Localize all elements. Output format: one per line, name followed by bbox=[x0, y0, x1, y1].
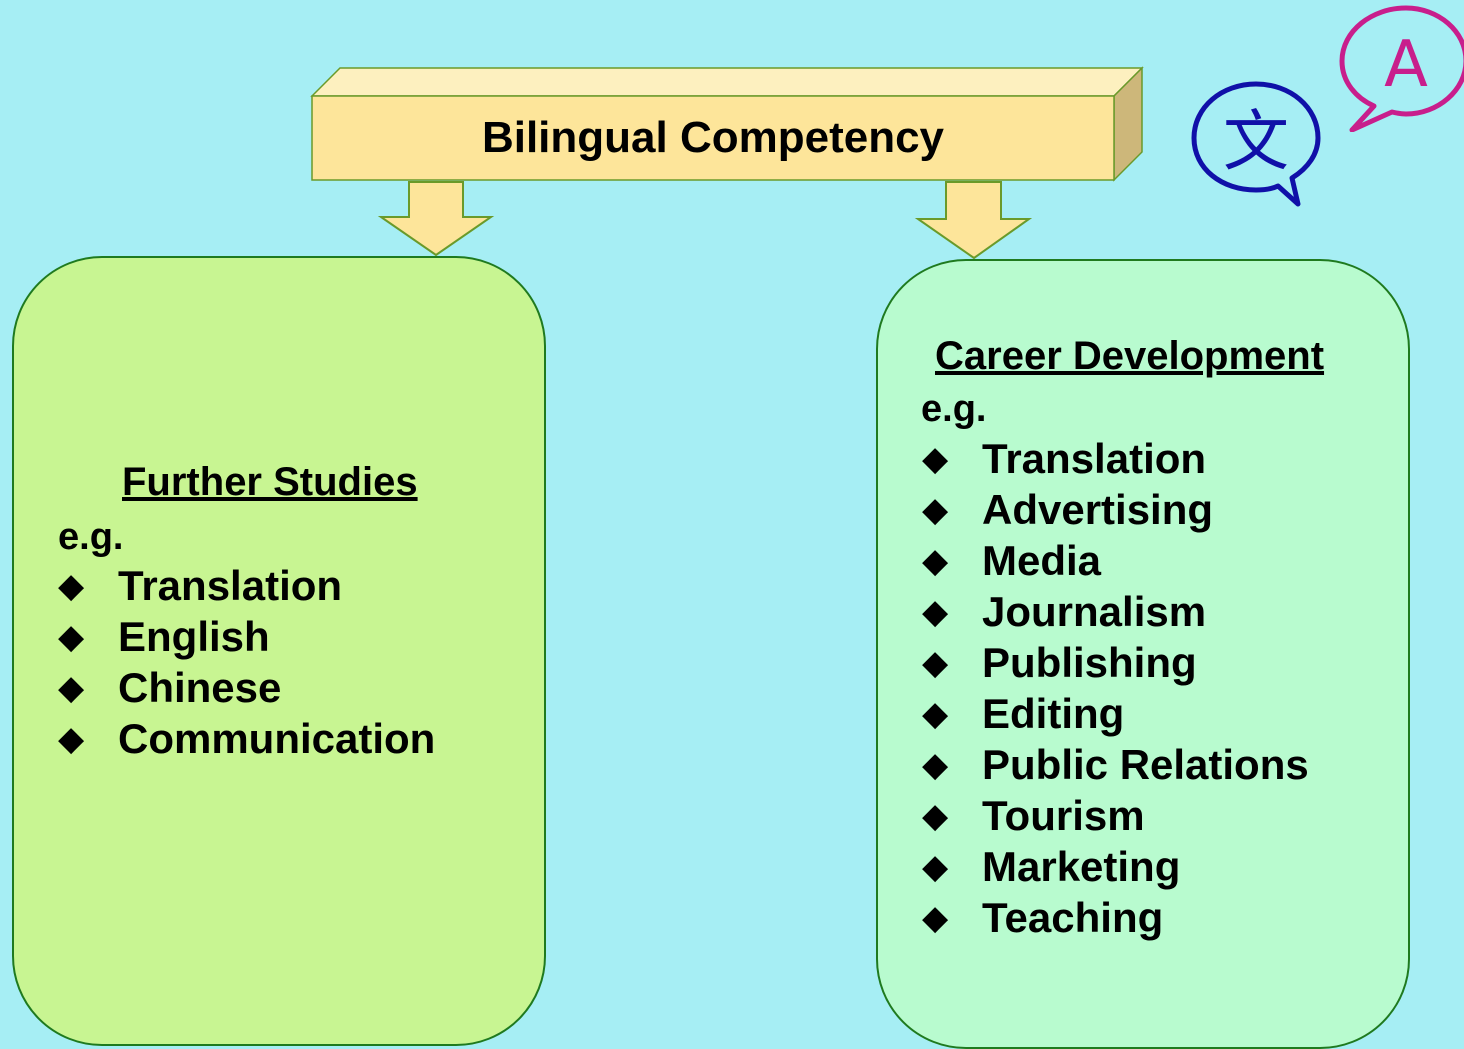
list-item: ◆Public Relations bbox=[922, 740, 1309, 788]
further-studies-heading: Further Studies bbox=[122, 460, 418, 504]
chinese-speech-bubble-icon: 文 bbox=[1191, 81, 1321, 207]
career-development-box bbox=[876, 259, 1410, 1049]
list-item: ◆Chinese bbox=[58, 663, 282, 711]
diamond-bullet-icon: ◆ bbox=[58, 616, 85, 657]
diamond-bullet-icon: ◆ bbox=[922, 846, 949, 887]
list-item: ◆Advertising bbox=[922, 485, 1214, 533]
list-item: ◆Media bbox=[922, 536, 1102, 584]
list-item: ◆Journalism bbox=[922, 587, 1207, 635]
list-item: ◆Tourism bbox=[922, 791, 1145, 839]
diagram-shapes bbox=[310, 66, 1144, 260]
list-item: ◆Communication bbox=[58, 714, 436, 762]
further-studies-eg: e.g. bbox=[58, 516, 124, 558]
list-item: ◆Editing bbox=[922, 689, 1125, 737]
arrow-to-further-studies bbox=[377, 181, 495, 257]
diamond-bullet-icon: ◆ bbox=[922, 438, 949, 479]
list-item: ◆Translation bbox=[922, 434, 1207, 482]
list-item: ◆Marketing bbox=[922, 842, 1181, 890]
further-studies-list: ◆Translation ◆English ◆Chinese ◆Communic… bbox=[58, 560, 435, 764]
title-box bbox=[310, 66, 1144, 182]
diamond-bullet-icon: ◆ bbox=[922, 540, 949, 581]
career-development-heading: Career Development bbox=[935, 334, 1325, 378]
diagram-canvas: Bilingual Competency Further Studies e.g… bbox=[12, 5, 1464, 1049]
career-development-eg: e.g. bbox=[921, 388, 987, 430]
diagram-title: Bilingual Competency bbox=[481, 113, 945, 162]
chinese-glyph: 文 bbox=[1223, 103, 1289, 180]
diamond-bullet-icon: ◆ bbox=[58, 565, 85, 606]
diamond-bullet-icon: ◆ bbox=[58, 667, 85, 708]
list-item: ◆Teaching bbox=[922, 893, 1164, 941]
list-item: ◆Publishing bbox=[922, 638, 1197, 686]
diamond-bullet-icon: ◆ bbox=[922, 897, 949, 938]
list-item: ◆Translation bbox=[58, 561, 343, 609]
latin-speech-bubble-icon: A bbox=[1339, 5, 1464, 132]
diamond-bullet-icon: ◆ bbox=[922, 489, 949, 530]
career-development-list: ◆Translation ◆Advertising ◆Media ◆Journa… bbox=[922, 433, 1309, 943]
list-item: ◆English bbox=[58, 612, 270, 660]
further-studies-box bbox=[12, 256, 546, 1046]
diamond-bullet-icon: ◆ bbox=[922, 591, 949, 632]
diamond-bullet-icon: ◆ bbox=[922, 795, 949, 836]
arrow-to-career-development bbox=[914, 181, 1033, 260]
diamond-bullet-icon: ◆ bbox=[58, 718, 85, 759]
diamond-bullet-icon: ◆ bbox=[922, 693, 949, 734]
latin-glyph: A bbox=[1384, 28, 1428, 102]
diamond-bullet-icon: ◆ bbox=[922, 744, 949, 785]
diamond-bullet-icon: ◆ bbox=[922, 642, 949, 683]
